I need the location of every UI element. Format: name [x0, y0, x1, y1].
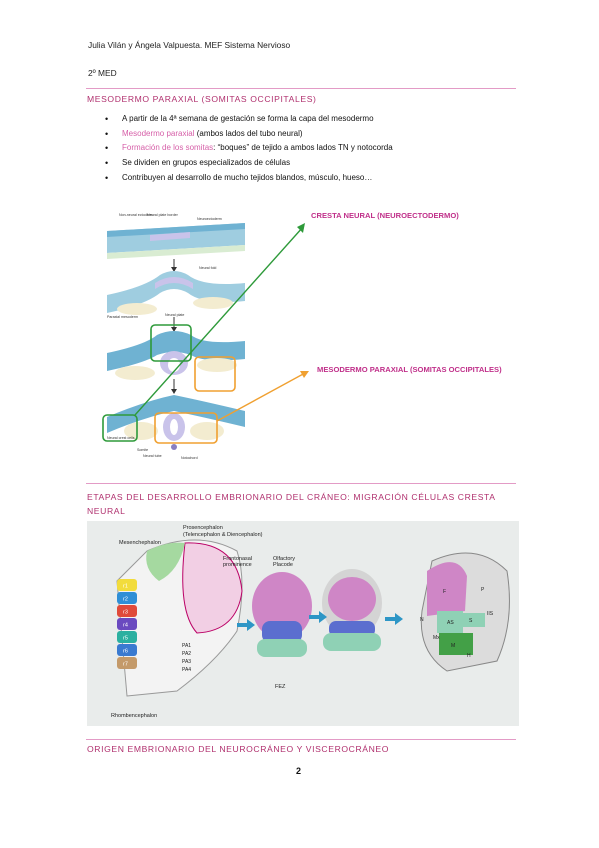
- bullet-text: (ambos lados del tubo neural): [194, 128, 303, 138]
- rhombomere-r2: [117, 592, 137, 604]
- rhombomere-label: r5: [123, 636, 128, 642]
- rhombomere-r1: [117, 579, 137, 591]
- bullet-item: Se dividen en grupos especializados de c…: [105, 156, 393, 171]
- label-fez: FEZ: [275, 684, 286, 690]
- stage-closing-tube: [107, 324, 245, 392]
- rhombomere-r3: [117, 605, 137, 617]
- label-rhombencephalon: Rhombencephalon: [111, 713, 157, 719]
- rhombomere-r5: [117, 631, 137, 643]
- page-number: 2: [296, 766, 302, 776]
- bullet-item: A partir de la 4ª semana de gestación se…: [105, 112, 393, 127]
- label-mx: Mx: [433, 635, 440, 641]
- label-pa2: PA2: [182, 651, 191, 657]
- label-pa1: PA1: [182, 643, 191, 649]
- label-neural-plate: Neural plate: [165, 313, 184, 317]
- section-title-etapas: ETAPAS DEL DESARROLLO EMBRIONARIO DEL CR…: [87, 492, 496, 502]
- bullet-text: Se dividen en grupos especializados de c…: [122, 158, 291, 168]
- callout-cresta-neural: CRESTA NEURAL (NEUROECTODERMO): [311, 211, 459, 220]
- callout-mesodermo-paraxial: MESODERMO PARAXIAL (SOMITAS OCCIPITALES): [317, 365, 502, 374]
- bullet-text: Formación de los somitas: [122, 143, 214, 153]
- label-prosencephalon-sub: (Telencephalon & Diencephalon): [183, 532, 263, 538]
- label-notochord: Notochord: [181, 456, 198, 460]
- bullet-text: Mesodermo paraxial: [122, 128, 195, 138]
- label-prosencephalon: Prosencephalon: [183, 525, 223, 531]
- label-n: N: [420, 617, 424, 623]
- rhombomere-label: r4: [123, 623, 128, 629]
- stage-neural-plate: [107, 223, 245, 259]
- section-title-origen: ORIGEN EMBRIONARIO DEL NEUROCRÁNEO Y VIS…: [87, 744, 390, 754]
- rhombomere-r6: [117, 644, 137, 656]
- label-neural-tube: Neural tube: [143, 454, 162, 458]
- label-h: H: [467, 653, 471, 659]
- label-pa4: PA4: [182, 667, 191, 673]
- label-neural-crest: Neural crest cells: [107, 436, 135, 440]
- label-olfactory: Olfactory: [273, 556, 295, 562]
- bullet-item: Formación de los somitas: “boques” de te…: [105, 141, 393, 156]
- label-neural-fold: Neural fold: [199, 266, 216, 270]
- rhombomere-label: r2: [123, 597, 128, 603]
- rhombomere-label: r3: [123, 610, 128, 616]
- rhombomere-label: r1: [123, 584, 128, 590]
- section-divider: [86, 88, 516, 89]
- label-s: S: [469, 618, 473, 624]
- label-pa3: PA3: [182, 659, 191, 665]
- neurulation-figure: Non-neural ectoderm Neural plate border …: [95, 205, 535, 460]
- bullet-item: Mesodermo paraxial (ambos lados del tubo…: [105, 127, 393, 142]
- label-olfactory-2: Placode: [273, 562, 293, 568]
- section-divider: [86, 483, 516, 484]
- label-somite: Somite: [137, 448, 148, 452]
- label-as: AS: [447, 620, 454, 626]
- label-mesenchephalon: Mesenchephalon: [119, 540, 161, 546]
- label-f: F: [443, 589, 446, 595]
- rhombomere-label: r6: [123, 649, 128, 655]
- section-divider: [86, 739, 516, 740]
- rhombomere-r7: [117, 657, 137, 669]
- label-frontonasal-2: prominence: [223, 562, 252, 568]
- label-neuroectoderm: Neuroectoderm: [197, 217, 222, 221]
- stage-neural-fold: [107, 271, 245, 315]
- label-p: P: [481, 587, 485, 593]
- section-title-etapas-line2: NEURAL: [87, 506, 126, 516]
- label-paraxial: Paraxial mesoderm: [107, 315, 138, 319]
- arrow-cresta: [134, 226, 304, 416]
- label-border: Neural plate border: [147, 213, 179, 217]
- rhombomere-r4: [117, 618, 137, 630]
- section-title-mesodermo: MESODERMO PARAXIAL (SOMITAS OCCIPITALES): [87, 94, 317, 104]
- header-authors: Julia Vilán y Ángela Valpuesta. MEF Sist…: [88, 40, 291, 50]
- header-course: 2º MED: [88, 68, 117, 78]
- label-m: M: [451, 643, 455, 649]
- label-nonneural: Non-neural ectoderm: [119, 213, 153, 217]
- bullet-item: Contribuyen al desarrollo de mucho tejid…: [105, 171, 393, 186]
- arrow-mesodermo: [216, 372, 306, 422]
- stage-neural-tube: [102, 395, 245, 450]
- label-iis: IIS: [487, 611, 494, 617]
- cranial-development-figure: r1 r2 r3 r4 r5 r6 r7 Mesenchephalon Prosenceph…: [87, 521, 519, 726]
- rhombomere-label: r7: [123, 662, 128, 668]
- bullet-text: A partir de la 4ª semana de gestación se…: [122, 114, 374, 123]
- bullet-list: A partir de la 4ª semana de gestación se…: [105, 112, 393, 186]
- bullet-text: : “boques” de tejido a ambos lados TN y …: [213, 143, 393, 153]
- label-frontonasal: Frontonasal: [223, 556, 252, 562]
- bullet-text: Contribuyen al desarrollo de mucho tejid…: [122, 172, 373, 182]
